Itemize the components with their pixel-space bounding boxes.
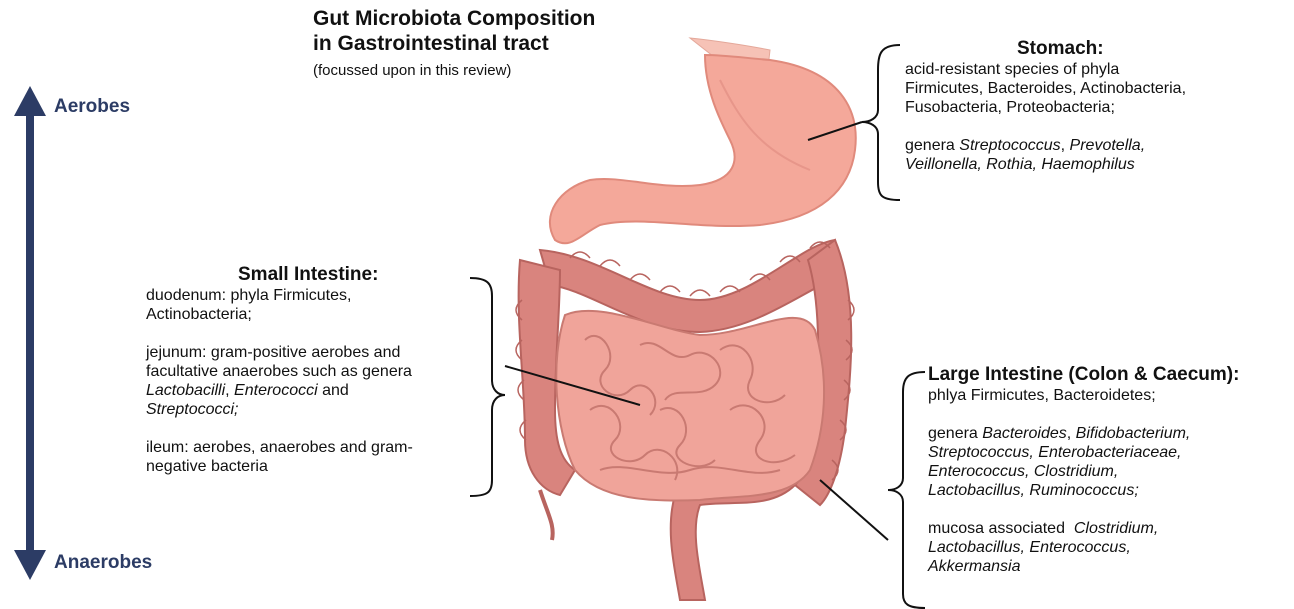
anaerobes-label: Anaerobes bbox=[54, 552, 152, 574]
large-intestine-phyla: phlya Firmicutes, Bacteroidetes; bbox=[928, 386, 1294, 405]
mucosa-line-2: Lactobacillus, Enterococcus, bbox=[928, 538, 1294, 557]
jejunum-line-1: jejunum: gram-positive aerobes and bbox=[146, 343, 466, 362]
stomach-phyla-line-1: acid-resistant species of phyla bbox=[905, 60, 1290, 79]
aerobes-label: Aerobes bbox=[54, 96, 130, 118]
small-intestine-bracket bbox=[470, 278, 505, 496]
mucosa-line-1: mucosa associated Clostridium, bbox=[928, 519, 1294, 538]
stomach-genera-italic: Veillonella, Rothia, Haemophilus bbox=[905, 156, 1135, 173]
stomach-genera-line-2: Veillonella, Rothia, Haemophilus bbox=[905, 155, 1290, 174]
jejunum-genus-lactobacilli: Lactobacilli bbox=[146, 382, 225, 399]
large-intestine-genera-line-2: Streptococcus, Enterobacteriaceae, bbox=[928, 443, 1294, 462]
jejunum-and: and bbox=[318, 382, 349, 399]
aerobes-anaerobes-arrow bbox=[14, 86, 46, 580]
stomach-genera-line-1: genera Streptococcus, Prevotella, bbox=[905, 136, 1290, 155]
jejunum-line-3: Lactobacilli, Enterococci and bbox=[146, 381, 466, 400]
title-line-2: in Gastrointestinal tract bbox=[313, 31, 595, 56]
jejunum-genus-streptococci: Streptococci; bbox=[146, 401, 238, 418]
mucosa-italic-2: Akkermansia bbox=[928, 558, 1020, 575]
jejunum-genus-enterococci: Enterococci bbox=[234, 382, 318, 399]
stomach-phyla-line-2: Firmicutes, Bacteroides, Actinobacteria, bbox=[905, 79, 1290, 98]
stomach-genera-sep: , bbox=[1061, 137, 1070, 154]
jejunum-line-4: Streptococci; bbox=[146, 400, 466, 419]
small-intestine-heading: Small Intestine: bbox=[146, 264, 466, 286]
stomach-bracket bbox=[862, 45, 900, 200]
large-intestine-heading: Large Intestine (Colon & Caecum): bbox=[928, 364, 1294, 386]
mucosa-line-3: Akkermansia bbox=[928, 557, 1294, 576]
stomach-shape bbox=[550, 55, 856, 243]
large-genera-italic-1: Streptococcus, Enterobacteriaceae, bbox=[928, 444, 1181, 461]
stomach-genera-prefix: genera bbox=[905, 137, 959, 154]
page-subtitle: (focussed upon in this review) bbox=[313, 62, 511, 80]
stomach-annotation: Stomach: acid-resistant species of phyla… bbox=[905, 38, 1290, 174]
large-intestine-genera-prefix: genera bbox=[928, 425, 982, 442]
large-intestine-genera-line-4: Lactobacillus, Ruminococcus; bbox=[928, 481, 1294, 500]
large-intestine-annotation: Large Intestine (Colon & Caecum): phlya … bbox=[928, 364, 1294, 576]
large-intestine-genera-line-1: genera Bacteroides, Bifidobacterium, bbox=[928, 424, 1294, 443]
mucosa-italic-1: Lactobacillus, Enterococcus, bbox=[928, 539, 1131, 556]
stomach-phyla-line-3: Fusobacteria, Proteobacteria; bbox=[905, 98, 1290, 117]
duodenum-line-1: duodenum: phyla Firmicutes, bbox=[146, 286, 466, 305]
page-title: Gut Microbiota Composition in Gastrointe… bbox=[313, 6, 595, 56]
stomach-heading: Stomach: bbox=[905, 38, 1290, 60]
large-genera-sep: , bbox=[1067, 425, 1076, 442]
stomach-genus-streptococcus: Streptococcus bbox=[959, 137, 1060, 154]
large-intestine-bracket bbox=[888, 372, 925, 608]
title-line-1: Gut Microbiota Composition bbox=[313, 6, 595, 31]
stomach-genus-prevotella: Prevotella, bbox=[1070, 137, 1146, 154]
jejunum-sep: , bbox=[225, 382, 234, 399]
appendix-shape bbox=[540, 490, 553, 540]
large-genus-bifidobacterium: Bifidobacterium, bbox=[1076, 425, 1191, 442]
mucosa-genus-clostridium: Clostridium, bbox=[1074, 520, 1158, 537]
ileum-line-1: ileum: aerobes, anaerobes and gram- bbox=[146, 438, 466, 457]
large-genus-bacteroides: Bacteroides bbox=[982, 425, 1067, 442]
large-genera-italic-3: Lactobacillus, Ruminococcus; bbox=[928, 482, 1139, 499]
large-intestine-genera-line-3: Enterococcus, Clostridium, bbox=[928, 462, 1294, 481]
mucosa-prefix: mucosa associated bbox=[928, 520, 1074, 537]
duodenum-line-2: Actinobacteria; bbox=[146, 305, 466, 324]
ileum-line-2: negative bacteria bbox=[146, 457, 466, 476]
small-intestine-annotation: Small Intestine: duodenum: phyla Firmicu… bbox=[146, 264, 466, 476]
large-intestine-pointer bbox=[820, 480, 888, 540]
large-genera-italic-2: Enterococcus, Clostridium, bbox=[928, 463, 1118, 480]
jejunum-line-2: facultative anaerobes such as genera bbox=[146, 362, 466, 381]
